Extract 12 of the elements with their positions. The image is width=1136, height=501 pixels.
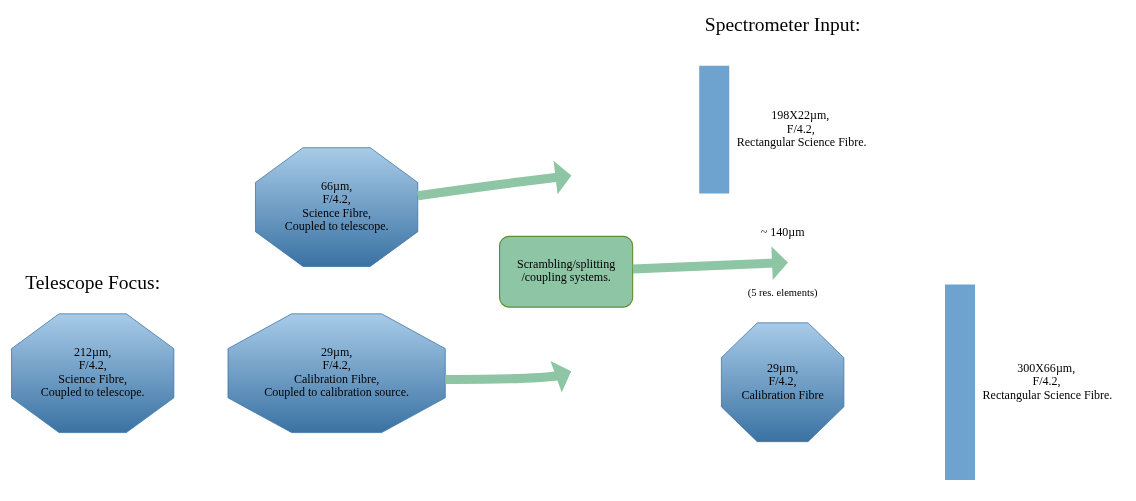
arrow — [632, 246, 789, 280]
label: ~ 140µm — [760, 224, 805, 239]
node-bar — [699, 65, 730, 194]
arrow — [417, 160, 572, 201]
arrow — [445, 360, 572, 393]
node-label: 300X66µm, F/4.2, Rectangular Science Fibre. — [982, 360, 1113, 402]
node-label: 198X22µm, F/4.2, Rectangular Science Fibre. — [736, 107, 867, 150]
label: (5 res. elements) — [747, 286, 818, 298]
node-bar — [945, 284, 976, 480]
label: Spectrometer Input: — [704, 13, 861, 35]
label: Telescope Focus: — [25, 271, 161, 293]
node-box: Scrambling/splitting /coupling systems. — [499, 235, 634, 308]
